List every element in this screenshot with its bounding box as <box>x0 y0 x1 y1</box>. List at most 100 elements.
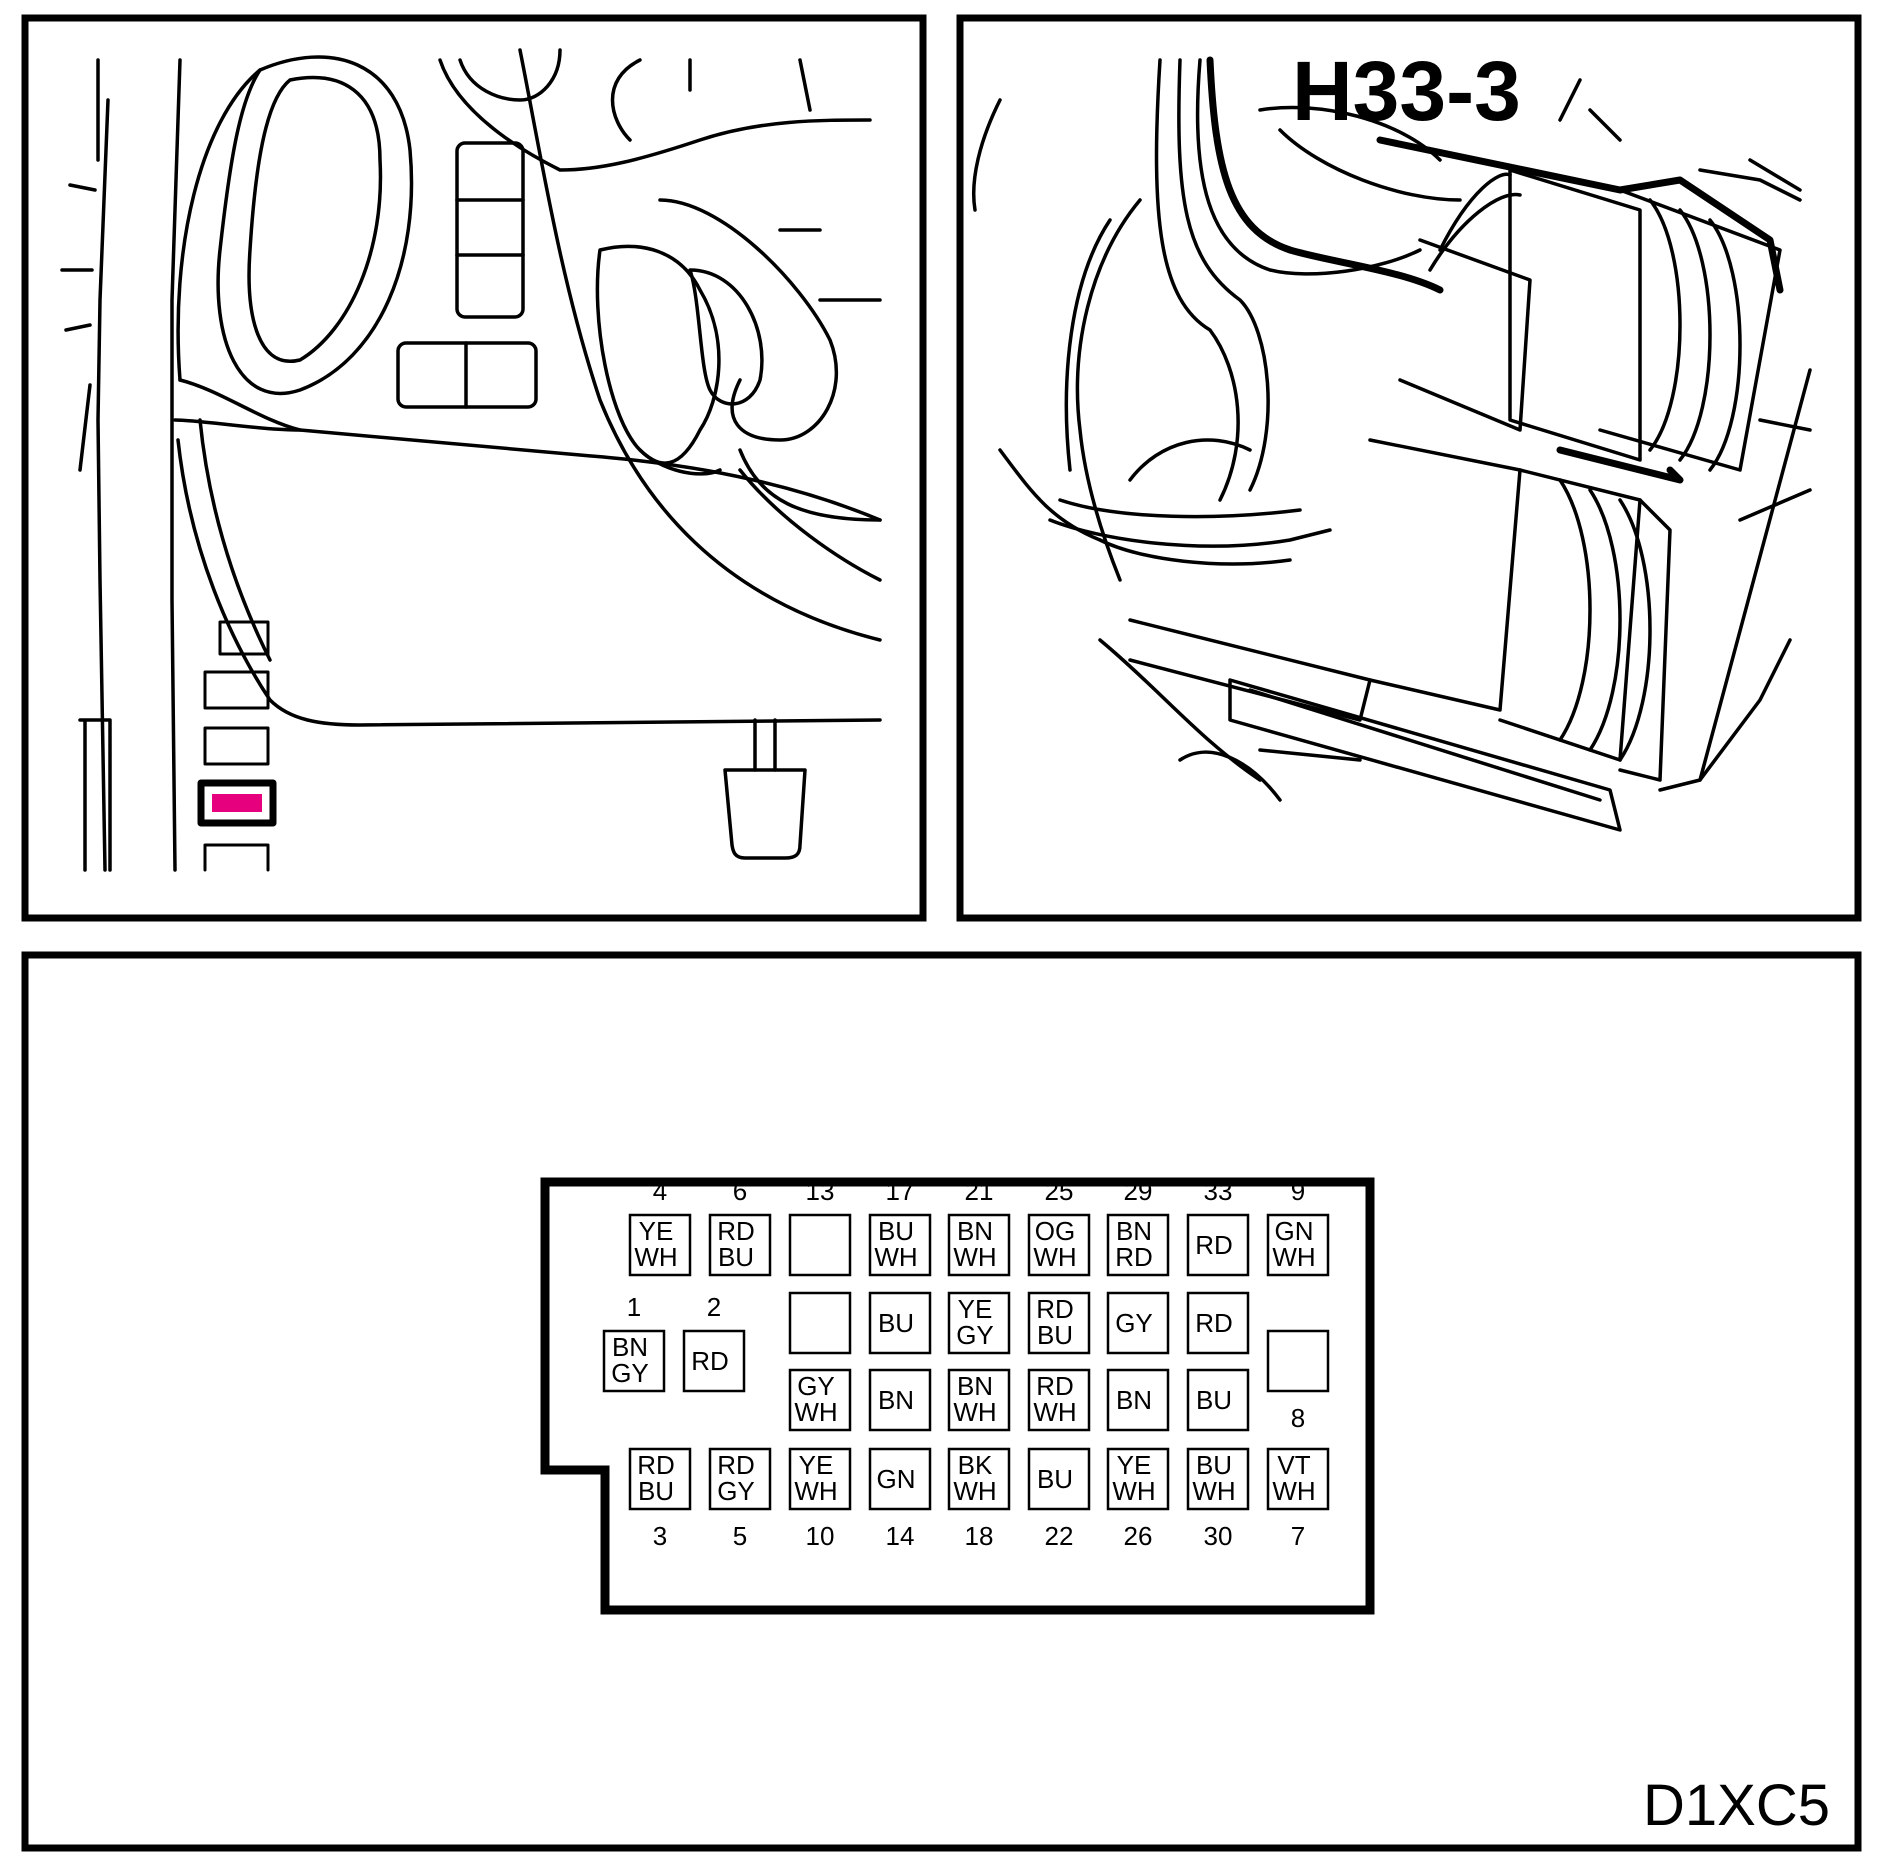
pin-number: 21 <box>965 1176 994 1206</box>
pin-box <box>602 1329 666 1393</box>
pin-wire-color: WH <box>953 1397 996 1427</box>
connector-label: H33-3 <box>1292 44 1521 138</box>
pin-wire-color: WH <box>1033 1397 1076 1427</box>
pin-wire-color: OG <box>1035 1216 1075 1246</box>
pin-box <box>1186 1213 1250 1277</box>
pin-box <box>1027 1291 1091 1355</box>
pin-box <box>868 1447 932 1511</box>
pin-box <box>708 1213 772 1277</box>
pin-wire-color: WH <box>1192 1476 1235 1506</box>
pin-box <box>947 1213 1011 1277</box>
pin-wire-color: RD <box>717 1216 755 1246</box>
pin-number: 18 <box>965 1521 994 1551</box>
pin-cavity: BN <box>1106 1368 1170 1432</box>
pin-wire-color: WH <box>874 1242 917 1272</box>
pin-wire-color: BU <box>878 1308 914 1338</box>
pin-box <box>1027 1368 1091 1432</box>
dashboard-illustration <box>60 48 882 872</box>
pin-box <box>628 1213 692 1277</box>
pin-box <box>788 1368 852 1432</box>
pin-wire-color: BU <box>718 1242 754 1272</box>
pin-wire-color: BN <box>878 1385 914 1415</box>
pin-wire-color: GY <box>1115 1308 1153 1338</box>
pin-cavity: BN <box>868 1368 932 1432</box>
pin-wire-color: BU <box>1037 1464 1073 1494</box>
pin-box <box>868 1213 932 1277</box>
pin-wire-color: GY <box>797 1371 835 1401</box>
pin-number: 8 <box>1291 1403 1305 1433</box>
pin-wire-color: YE <box>639 1216 674 1246</box>
pin-number: 3 <box>653 1521 667 1551</box>
pin-wire-color: BN <box>1116 1216 1152 1246</box>
pin-box <box>708 1447 772 1511</box>
pin-box <box>868 1368 932 1432</box>
pin-wire-color: WH <box>1272 1476 1315 1506</box>
panel-connector-view-frame <box>956 14 1862 922</box>
pin-cavity: BU <box>868 1291 932 1355</box>
pin-wire-color: BN <box>1116 1385 1152 1415</box>
pin-number: 6 <box>733 1176 747 1206</box>
pin-box <box>788 1291 852 1355</box>
pin-number: 29 <box>1124 1176 1153 1206</box>
pin-number: 30 <box>1204 1521 1233 1551</box>
pin-box <box>1106 1291 1170 1355</box>
connector-face-outline <box>540 1177 1375 1615</box>
pin-box <box>1106 1447 1170 1511</box>
pin-box <box>1266 1447 1330 1511</box>
pin-box <box>1186 1447 1250 1511</box>
pin-wire-color: BU <box>1196 1450 1232 1480</box>
pin-box <box>1186 1291 1250 1355</box>
pin-wire-color: BK <box>958 1450 993 1480</box>
pin-cavity: 13 <box>788 1176 852 1277</box>
pin-wire-color: GN <box>1275 1216 1314 1246</box>
pin-box <box>1266 1213 1330 1277</box>
pin-wire-color: YE <box>1117 1450 1152 1480</box>
pin-number: 13 <box>806 1176 835 1206</box>
pin-wire-color: BN <box>957 1216 993 1246</box>
pin-number: 10 <box>806 1521 835 1551</box>
pin-number: 5 <box>733 1521 747 1551</box>
pin-number: 1 <box>627 1292 641 1322</box>
pin-box <box>1106 1368 1170 1432</box>
pin-wire-color: BU <box>878 1216 914 1246</box>
pin-number: 9 <box>1291 1176 1305 1206</box>
pin-box <box>1186 1368 1250 1432</box>
pin-number: 7 <box>1291 1521 1305 1551</box>
pin-box <box>1027 1213 1091 1277</box>
connector-location-highlight <box>212 794 262 812</box>
pin-wire-color: RD <box>1036 1294 1074 1324</box>
pin-wire-color: GY <box>611 1358 649 1388</box>
pin-cavity: GY <box>1106 1291 1170 1355</box>
pin-box <box>788 1447 852 1511</box>
pin-wire-color: RD <box>637 1450 675 1480</box>
pin-wire-color: BN <box>612 1332 648 1362</box>
pin-wire-color: BU <box>1037 1320 1073 1350</box>
pin-wire-color: WH <box>953 1242 996 1272</box>
pin-number: 26 <box>1124 1521 1153 1551</box>
panel-location-frame <box>21 14 927 922</box>
connector-photo-illustration: H33-3 <box>971 44 1812 832</box>
pin-wire-color: WH <box>634 1242 677 1272</box>
pin-wire-color: RD <box>1036 1371 1074 1401</box>
pin-wire-color: VT <box>1277 1450 1310 1480</box>
pin-wire-color: BU <box>638 1476 674 1506</box>
